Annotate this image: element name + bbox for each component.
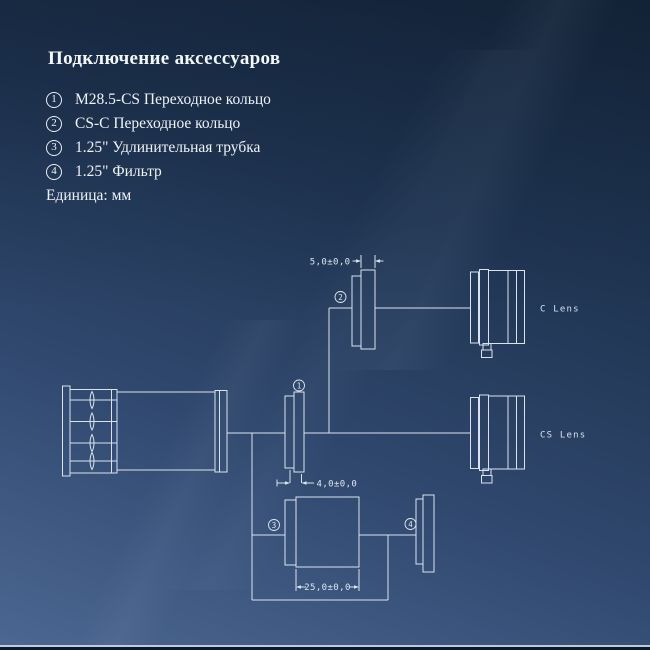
- list-item: 3 1.25" Удлинительная трубка: [46, 139, 280, 156]
- marker-2: 2: [338, 293, 343, 302]
- camera-body: [62, 385, 228, 477]
- item-number-badge: 3: [46, 139, 62, 156]
- camera-flange: [62, 385, 71, 477]
- unit-note: Единица: мм: [46, 187, 132, 204]
- filter: [415, 494, 435, 573]
- dimension-tube: 25,0±0,0: [295, 569, 360, 593]
- camera-nose-cap: [214, 390, 228, 473]
- accessories-list: 1 M28.5-CS Переходное кольцо 2 CS-C Пере…: [46, 91, 280, 180]
- marker-2-circle: [334, 291, 347, 303]
- bottom-edge-highlight: [0, 645, 650, 647]
- marker-1-circle: [293, 379, 305, 392]
- item-label: 1.25" Фильтр: [75, 162, 162, 180]
- item-number-badge: 1: [46, 91, 62, 108]
- c-lens-label: C Lens: [540, 305, 580, 315]
- dimension-ring2: 5,0±0,0: [310, 255, 384, 268]
- item-label: 1.25" Удлинительная трубка: [75, 138, 261, 156]
- adapter-ring-1: [284, 391, 305, 473]
- camera-barrel: [116, 391, 216, 471]
- marker-1: 1: [297, 382, 302, 391]
- marker-4: 4: [408, 520, 413, 529]
- item-label: M28.5-CS Переходное кольцо: [75, 90, 271, 108]
- dim-tube-text: 25,0±0,0: [304, 583, 351, 593]
- extension-tube: [284, 496, 360, 568]
- item-label: CS-C Переходное кольцо: [75, 114, 241, 132]
- list-item: 4 1.25" Фильтр: [46, 163, 280, 180]
- list-item: 2 CS-C Переходное кольцо: [46, 115, 280, 132]
- cs-lens-drawing: [470, 394, 525, 484]
- page-title: Подключение аксессуаров: [48, 48, 281, 69]
- item-number-badge: 2: [46, 115, 62, 132]
- dim-ring1-text: 4,0±0,0: [317, 480, 358, 490]
- bottom-edge-band: [0, 647, 650, 650]
- connection-lines: [227, 307, 471, 601]
- dimension-ring1: 4,0±0,0: [276, 470, 358, 490]
- list-item: 1 M28.5-CS Переходное кольцо: [46, 91, 280, 108]
- info-panel: Подключение аксессуаров 1 M28.5-CS Перех…: [46, 48, 280, 205]
- marker-4-circle: [404, 518, 417, 530]
- cs-lens-label: CS Lens: [540, 431, 586, 441]
- marker-3-circle: [268, 519, 280, 531]
- adapter-ring-2: [351, 269, 376, 350]
- item-number-badge: 4: [46, 163, 62, 180]
- c-lens-drawing: [470, 269, 525, 358]
- marker-3: 3: [272, 521, 277, 530]
- dim-ring2-text: 5,0±0,0: [310, 258, 351, 268]
